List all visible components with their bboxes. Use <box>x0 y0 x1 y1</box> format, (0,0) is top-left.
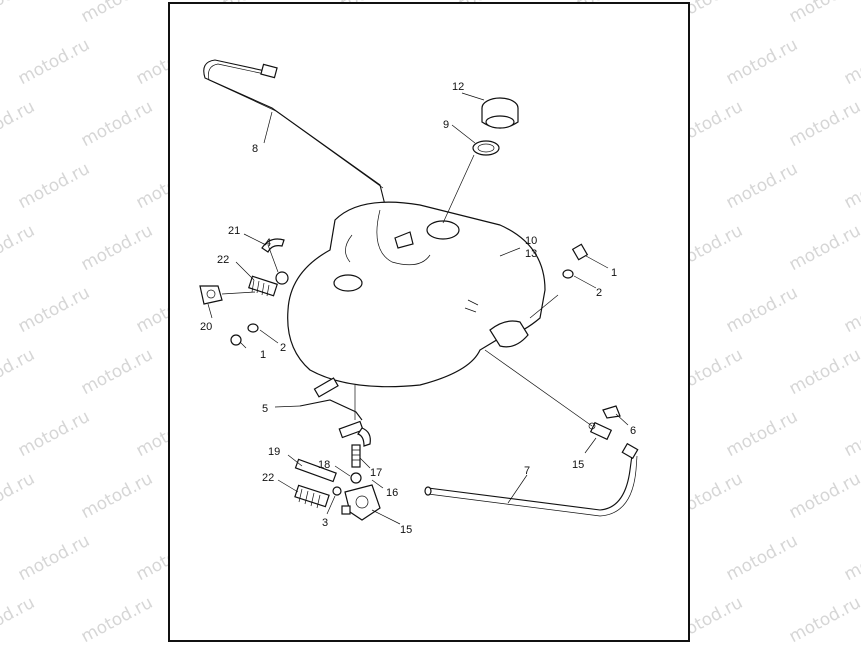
callout-11: 12 <box>452 81 464 93</box>
washer-18 <box>350 472 362 484</box>
callout-20: 20 <box>200 321 212 333</box>
callout-2-left: 2 <box>280 342 286 354</box>
gasket-9 <box>472 140 500 156</box>
gas-cap-11 <box>481 97 519 129</box>
callout-22-lower: 22 <box>262 472 274 484</box>
callout-15: 15 <box>572 459 584 471</box>
callout-6: 8 <box>252 143 258 155</box>
screw-1-right <box>562 243 589 279</box>
spring-17 <box>351 444 361 468</box>
vent-line-7 <box>424 442 639 517</box>
clamp-4 <box>275 271 289 285</box>
line-fitting <box>260 63 278 79</box>
callout-22-upper: 22 <box>217 254 229 266</box>
callout-1-right: 1 <box>611 267 617 279</box>
callout-2-right: 2 <box>596 287 602 299</box>
bracket-20 <box>199 285 223 305</box>
callout-13: 15 <box>400 524 412 536</box>
callout-17: 17 <box>370 467 382 479</box>
callout-8: 6 <box>630 425 636 437</box>
callout-7: 7 <box>524 465 530 477</box>
callout-10: 10 <box>525 235 537 247</box>
hose-21 <box>261 238 285 253</box>
spring-22-lower <box>294 484 330 509</box>
clip-8 <box>602 405 621 419</box>
callout-16: 16 <box>386 487 398 499</box>
callout-12: 13 <box>525 248 537 260</box>
callout-21: 21 <box>228 225 240 237</box>
valve-15 <box>588 421 613 441</box>
fuel-line-5 <box>299 377 371 447</box>
sleeve-19 <box>294 458 337 483</box>
spring-22-upper <box>248 275 278 297</box>
callout-18: 18 <box>318 459 330 471</box>
callout-4: 4 <box>265 237 271 249</box>
callout-19: 19 <box>268 446 280 458</box>
callout-5: 5 <box>262 403 268 415</box>
leader-lines <box>207 92 629 525</box>
callout-3: 3 <box>322 517 328 529</box>
petcock-13 <box>341 484 381 521</box>
screw-1-left <box>230 323 259 346</box>
fuel-tank-10-12 <box>287 201 546 388</box>
callout-1-left: 1 <box>260 349 266 361</box>
fuel-line-6 <box>203 59 386 206</box>
callout-9: 9 <box>443 119 449 131</box>
clip-3 <box>332 486 342 496</box>
